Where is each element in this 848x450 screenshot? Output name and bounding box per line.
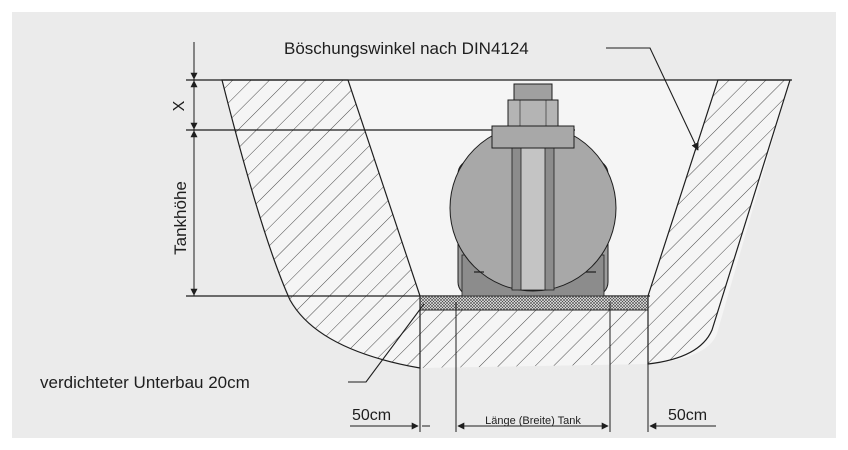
x-dimension-label: X — [171, 100, 188, 111]
tank-height-label: Tankhöhe — [171, 181, 190, 255]
tank-width-label: Länge (Breite) Tank — [485, 415, 581, 427]
left-margin-label: 50cm — [352, 407, 391, 424]
bottom-soil — [420, 296, 648, 368]
compacted-base-label: verdichteter Unterbau 20cm — [40, 373, 250, 392]
slope-angle-label: Böschungswinkel nach DIN4124 — [284, 39, 529, 58]
tank — [449, 83, 617, 297]
right-margin-label: 50cm — [668, 407, 707, 424]
slope-angle-leader — [606, 47, 699, 151]
compacted-base-layer — [419, 295, 649, 311]
base-label-leader — [348, 303, 425, 383]
